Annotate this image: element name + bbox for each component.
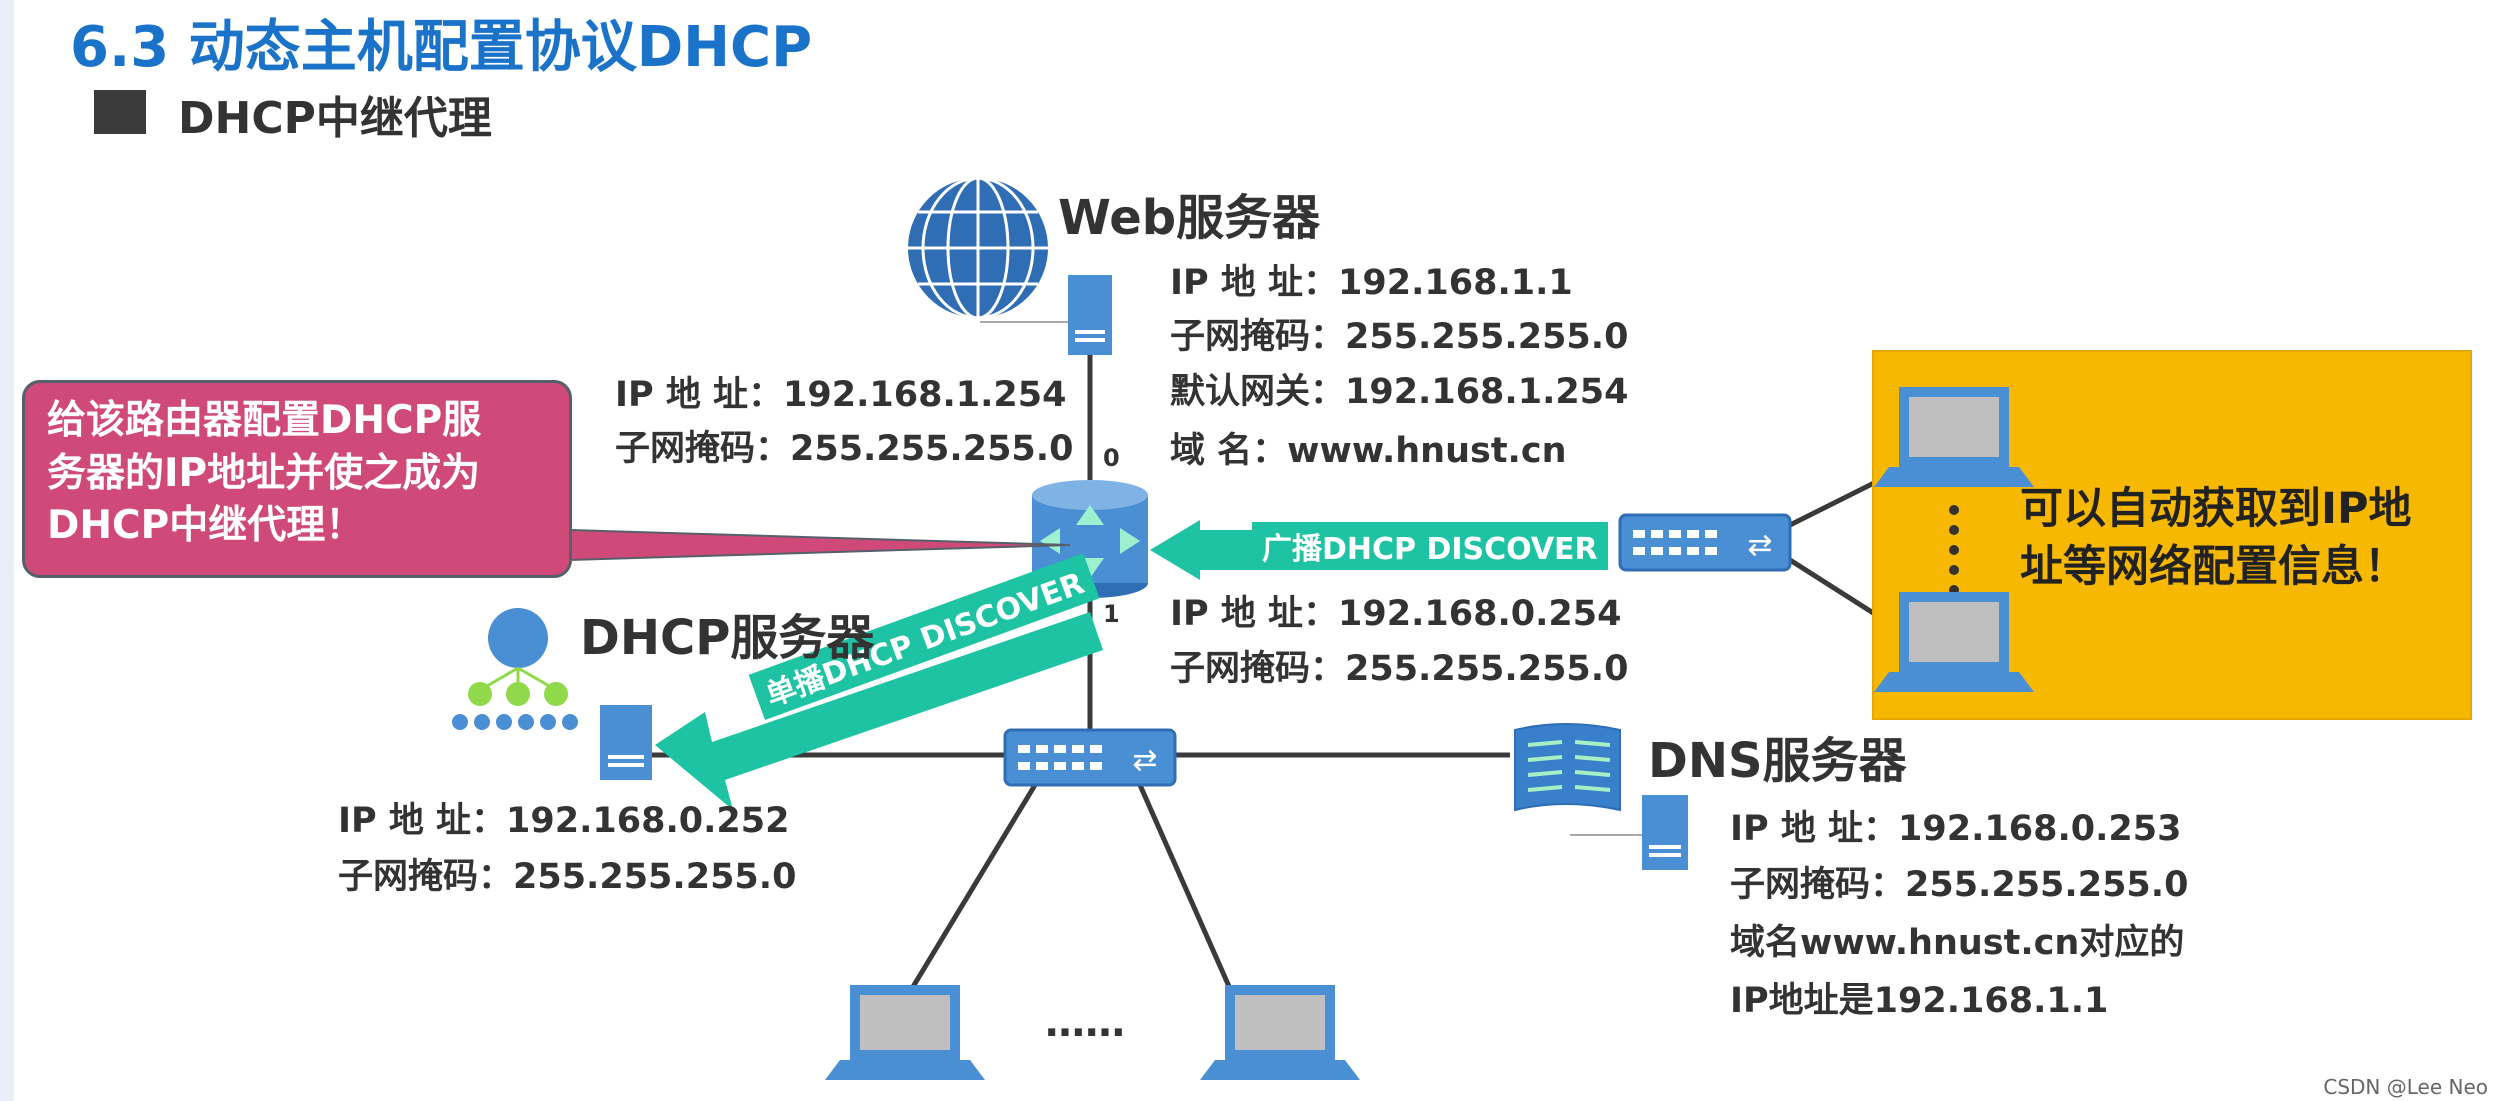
auto-config-text: 可以自动获取到IP地 址等网络配置信息！ <box>2020 484 2412 593</box>
dns-server-icon <box>1570 795 1688 870</box>
switch-icon-right: ⇄ <box>1618 513 1792 572</box>
web-server-name: Web服务器 <box>1058 190 1321 246</box>
router-port1-ip: IP 地 址：192.168.0.254 <box>1170 594 1622 634</box>
auto-config-laptops <box>1874 387 2034 692</box>
more-hosts-ellipsis: …… <box>1045 1000 1125 1046</box>
slide-title: 6.3 动态主机配置协议DHCP <box>70 15 813 80</box>
dns-server-ip: IP 地 址：192.168.0.253 <box>1730 809 2182 849</box>
router-port0: 0 <box>1103 444 1120 472</box>
vertical-dots <box>1949 505 1959 595</box>
unicast-arrow <box>655 612 1103 810</box>
dhcp-tree-icon <box>452 608 578 730</box>
router-port0-mask: 子网掩码：255.255.255.0 <box>615 429 1074 469</box>
dhcp-server-icon <box>600 705 652 780</box>
laptop-icon-2 <box>1200 985 1360 1080</box>
link-switch-pc1 <box>902 783 1038 1002</box>
switch-icon: ⇄ <box>1003 728 1177 787</box>
dhcp-server-ip: IP 地 址：192.168.0.252 <box>338 801 790 841</box>
router-port0-ip: IP 地 址：192.168.1.254 <box>615 375 1067 415</box>
dns-server-mask: 子网掩码：255.255.255.0 <box>1730 865 2189 905</box>
router-port1-mask: 子网掩码：255.255.255.0 <box>1170 649 1629 689</box>
laptop-icon-top <box>1874 387 2034 487</box>
dns-book-icon <box>1514 723 1621 812</box>
laptop-icon-1 <box>825 985 985 1080</box>
auto-config-box: 可以自动获取到IP地 址等网络配置信息！ <box>1872 350 2472 720</box>
dhcp-server-mask: 子网掩码：255.255.255.0 <box>338 857 797 897</box>
bullet-square <box>94 90 146 134</box>
web-server-domain: 域 名：www.hnust.cn <box>1170 431 1567 471</box>
globe-icon <box>908 176 1048 320</box>
slide-edge <box>0 0 14 1101</box>
web-server-mask: 子网掩码：255.255.255.0 <box>1170 317 1629 357</box>
web-server-gateway: 默认网关：192.168.1.254 <box>1170 372 1629 412</box>
dns-server-domain: 域名www.hnust.cn对应的 <box>1730 923 2185 963</box>
router-port1: 1 <box>1103 600 1120 628</box>
svg-text:⇄: ⇄ <box>1132 743 1157 778</box>
web-server-ip: IP 地 址：192.168.1.1 <box>1170 263 1573 303</box>
svg-text:⇄: ⇄ <box>1747 528 1772 563</box>
relay-callout: 给该路由器配置DHCP服 务器的IP地址并使之成为 DHCP中继代理！ <box>22 380 572 578</box>
slide-subtitle: DHCP中继代理 <box>178 93 492 144</box>
watermark: CSDN @Lee Neo <box>2323 1075 2488 1099</box>
laptop-icon-bottom <box>1874 592 2034 692</box>
dhcp-server-name: DHCP服务器 <box>580 610 875 666</box>
dns-server-name: DNS服务器 <box>1648 733 1907 789</box>
link-switch-pc2 <box>1137 783 1238 1002</box>
dns-server-mapping: IP地址是192.168.1.1 <box>1730 981 2109 1021</box>
broadcast-label: 广播DHCP DISCOVER <box>1252 522 1608 570</box>
web-server-icon <box>980 275 1112 355</box>
